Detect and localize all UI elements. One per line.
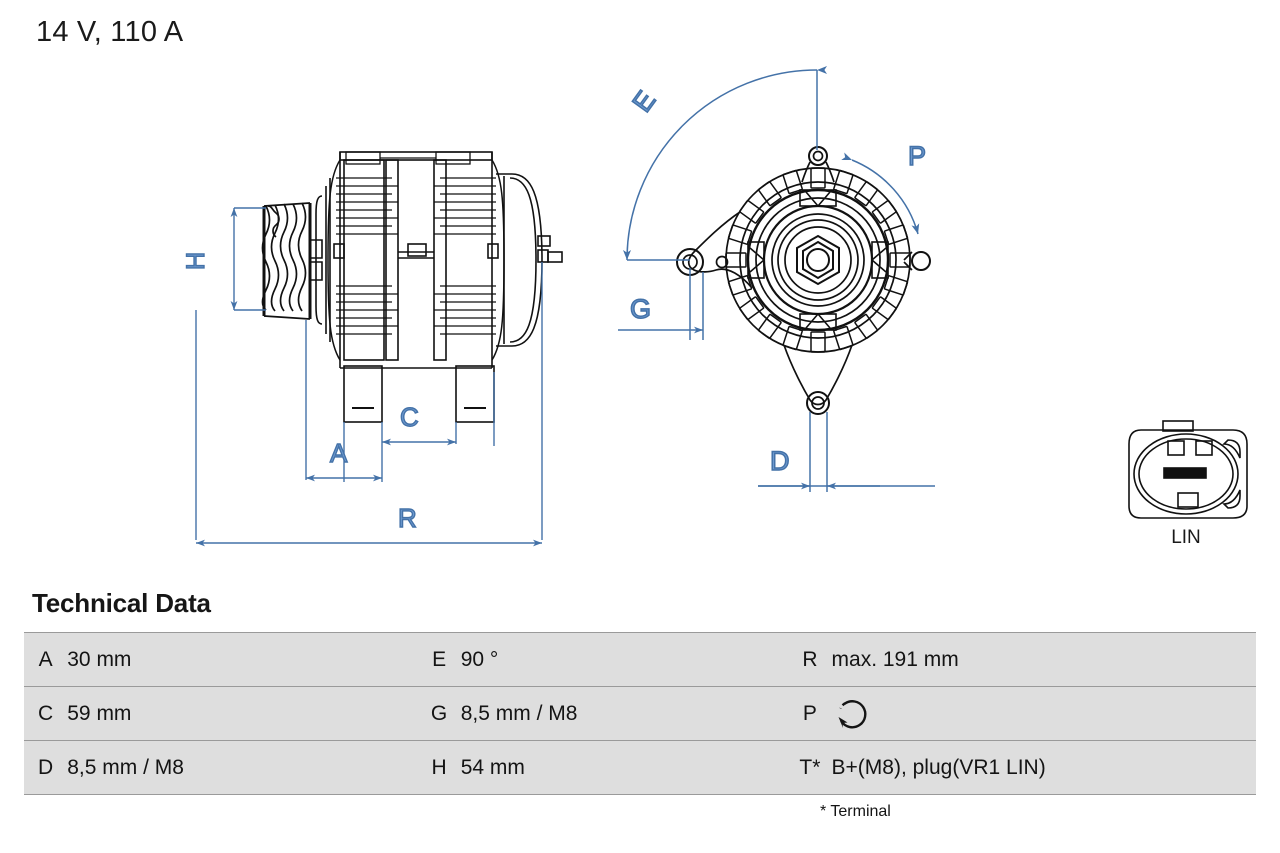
- dim-label-e: E: [627, 85, 662, 117]
- row-value-r: max. 191 mm: [831, 632, 1256, 687]
- connector-pin-slot: [1163, 467, 1207, 479]
- table-row: A 30 mm E 90 ° R max. 191 mm: [24, 632, 1256, 687]
- boss-left: [333, 243, 345, 259]
- row-key-a: A: [24, 632, 68, 687]
- row-key-t: T*: [788, 740, 832, 795]
- connector-key-2: [1195, 440, 1213, 456]
- row-value-a: 30 mm: [67, 632, 418, 687]
- row-value-h: 54 mm: [460, 740, 789, 795]
- connector-ring-outer: [1133, 433, 1239, 515]
- row-value-c: 59 mm: [67, 686, 418, 741]
- connector-outer: [1128, 429, 1248, 519]
- dim-label-a: A: [330, 438, 348, 468]
- rotation-ccw-icon: [838, 699, 866, 728]
- outer-ring: [725, 167, 911, 353]
- boss-right: [487, 243, 499, 259]
- dim-p-arc: [841, 152, 920, 235]
- row-key-p: P: [788, 686, 832, 741]
- dim-e-arc: [623, 65, 828, 261]
- row-key-r: R: [788, 632, 832, 687]
- b-plus-terminal: [537, 235, 563, 263]
- table-footnote: * Terminal: [820, 803, 891, 820]
- center-hex-nut: [796, 234, 840, 286]
- technical-data-heading: Technical Data: [32, 588, 211, 618]
- dim-label-g: G: [630, 294, 651, 324]
- mount-lug-bottom: [783, 344, 853, 415]
- housing-body: [339, 151, 493, 369]
- vent-slots: [725, 167, 911, 353]
- row-key-c: C: [24, 686, 68, 741]
- dim-label-r: R: [398, 503, 417, 533]
- mount-boss-top: [801, 146, 835, 183]
- partition: [385, 159, 447, 361]
- row-key-e: E: [417, 632, 461, 687]
- inner-rings: [746, 188, 890, 332]
- row-value-t: B+(M8), plug(VR1 LIN): [831, 740, 1256, 795]
- fin-envelope: [327, 159, 505, 361]
- row-key-d: D: [24, 740, 68, 795]
- lin-connector: [1128, 420, 1248, 519]
- rear-cover: [496, 173, 543, 347]
- dim-label-d: D: [770, 446, 790, 476]
- connector-key-3: [1177, 492, 1199, 508]
- row-key-h: H: [417, 740, 461, 795]
- technical-data-table: A 30 mm E 90 ° R max. 191 mm C 59 mm G 8…: [24, 632, 1256, 795]
- dim-label-c: C: [400, 402, 419, 432]
- table-row: D 8,5 mm / M8 H 54 mm T* B+(M8), plug(VR…: [24, 740, 1256, 795]
- row-key-g: G: [417, 686, 461, 741]
- connector-corner-bl: [1222, 489, 1241, 509]
- cooling-fins-right: [434, 177, 496, 335]
- mount-boss-right: [903, 251, 931, 271]
- mounting-feet: [343, 365, 495, 423]
- cooling-fins-left: [336, 177, 398, 335]
- connector-label: LIN: [1171, 527, 1201, 548]
- dim-label-p: P: [908, 141, 926, 171]
- connector-key-1: [1167, 440, 1185, 456]
- page-title: 14 V, 110 A: [36, 16, 184, 48]
- table-row: C 59 mm G 8,5 mm / M8 P: [24, 686, 1256, 741]
- pulley: [261, 202, 312, 320]
- alternator-side-view: [261, 151, 563, 423]
- top-strip: [345, 151, 471, 165]
- technical-drawing: H A C R: [181, 65, 1248, 548]
- row-value-e: 90 °: [460, 632, 789, 687]
- row-value-d: 8,5 mm / M8: [67, 740, 418, 795]
- row-value-p: [831, 686, 1256, 741]
- side-view-dimensions: H A C R: [181, 207, 543, 547]
- row-value-g: 8,5 mm / M8: [460, 686, 789, 741]
- connector-top-tab: [1162, 420, 1194, 432]
- connector-ring-inner: [1138, 438, 1234, 510]
- dim-label-h: H: [182, 252, 210, 270]
- connector-corner-tl: [1222, 439, 1241, 459]
